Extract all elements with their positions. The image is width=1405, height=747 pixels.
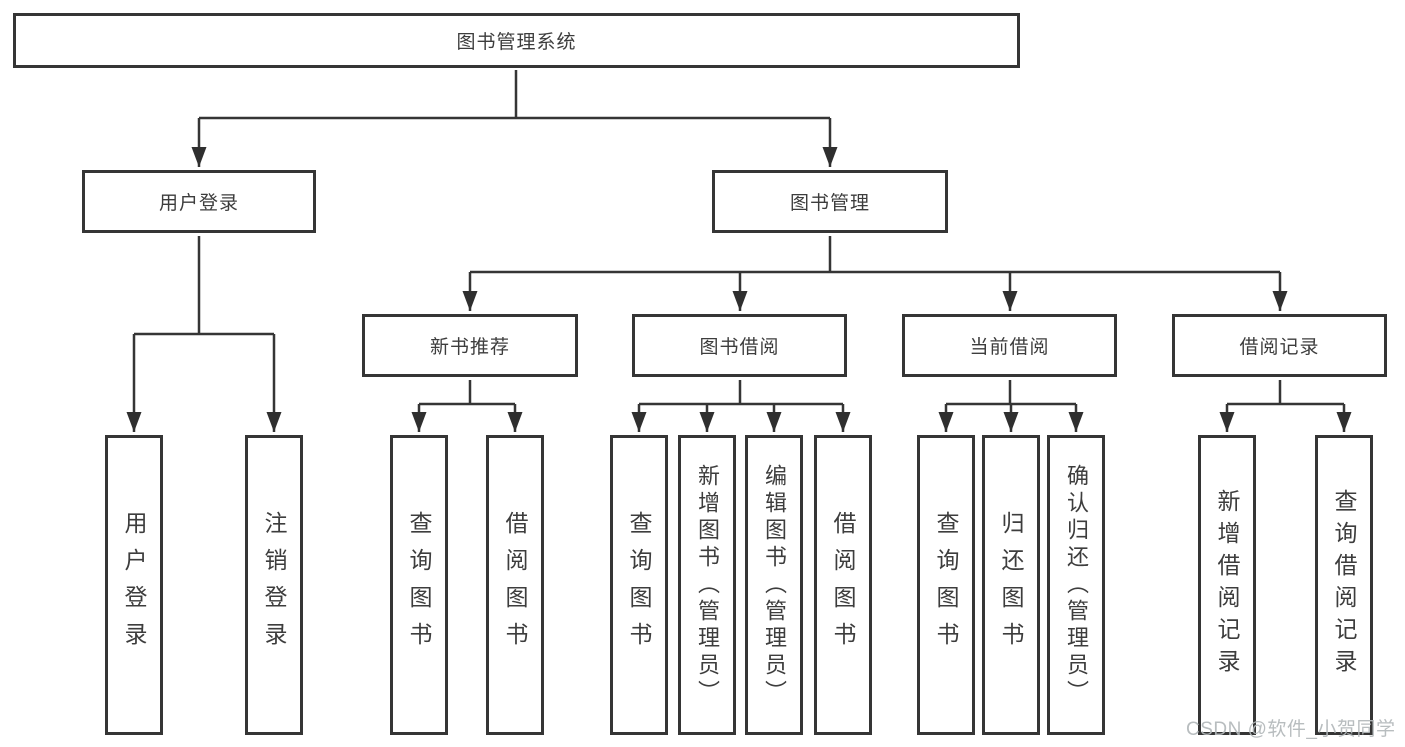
node-user-login: 用户登录	[82, 170, 316, 233]
leaf-cur-confirm-return: 确认归还（管理员）	[1047, 435, 1105, 735]
leaf-logout-label: 注销登录	[261, 511, 287, 659]
node-new-book-rec-label: 新书推荐	[429, 337, 510, 358]
node-user-login-label: 用户登录	[158, 193, 239, 214]
node-book-mgmt-label: 图书管理	[789, 193, 870, 214]
node-current-borrow: 当前借阅	[902, 314, 1117, 377]
leaf-bor-add-books: 新增图书（管理员）	[678, 435, 736, 735]
node-new-book-rec: 新书推荐	[362, 314, 578, 377]
leaf-rc-query-record-label: 查询借阅记录	[1331, 489, 1357, 681]
leaf-cur-return-books-label: 归还图书	[998, 511, 1024, 659]
leaf-logout: 注销登录	[245, 435, 303, 735]
leaf-rc-add-record: 新增借阅记录	[1198, 435, 1256, 735]
leaf-rec-borrow-books-label: 借阅图书	[502, 511, 528, 659]
leaf-user-login: 用户登录	[105, 435, 163, 735]
leaf-rec-borrow-books: 借阅图书	[486, 435, 544, 735]
leaf-user-login-label: 用户登录	[121, 511, 147, 659]
leaf-rc-query-record: 查询借阅记录	[1315, 435, 1373, 735]
leaf-cur-confirm-return-label: 确认归还（管理员）	[1064, 463, 1089, 707]
leaf-bor-borrow-books-label: 借阅图书	[830, 511, 856, 659]
csdn-watermark: CSDN @软件_小贺同学	[1186, 719, 1396, 740]
leaf-rc-add-record-label: 新增借阅记录	[1214, 489, 1240, 681]
node-book-borrow-label: 图书借阅	[699, 337, 780, 358]
leaf-bor-add-books-label: 新增图书（管理员）	[695, 463, 720, 707]
leaf-bor-query-books-label: 查询图书	[626, 511, 652, 659]
node-root: 图书管理系统	[13, 13, 1020, 68]
node-current-borrow-label: 当前借阅	[969, 337, 1050, 358]
node-borrow-records-label: 借阅记录	[1239, 337, 1320, 358]
leaf-cur-query-books: 查询图书	[917, 435, 975, 735]
leaf-rec-query-books-label: 查询图书	[406, 511, 432, 659]
leaf-bor-borrow-books: 借阅图书	[814, 435, 872, 735]
leaf-bor-query-books: 查询图书	[610, 435, 668, 735]
leaf-rec-query-books: 查询图书	[390, 435, 448, 735]
leaf-bor-edit-books: 编辑图书（管理员）	[745, 435, 803, 735]
leaf-cur-query-books-label: 查询图书	[933, 511, 959, 659]
node-root-label: 图书管理系统	[456, 32, 577, 53]
node-borrow-records: 借阅记录	[1172, 314, 1387, 377]
leaf-bor-edit-books-label: 编辑图书（管理员）	[762, 463, 787, 707]
node-book-borrow: 图书借阅	[632, 314, 847, 377]
leaf-cur-return-books: 归还图书	[982, 435, 1040, 735]
node-book-mgmt: 图书管理	[712, 170, 948, 233]
